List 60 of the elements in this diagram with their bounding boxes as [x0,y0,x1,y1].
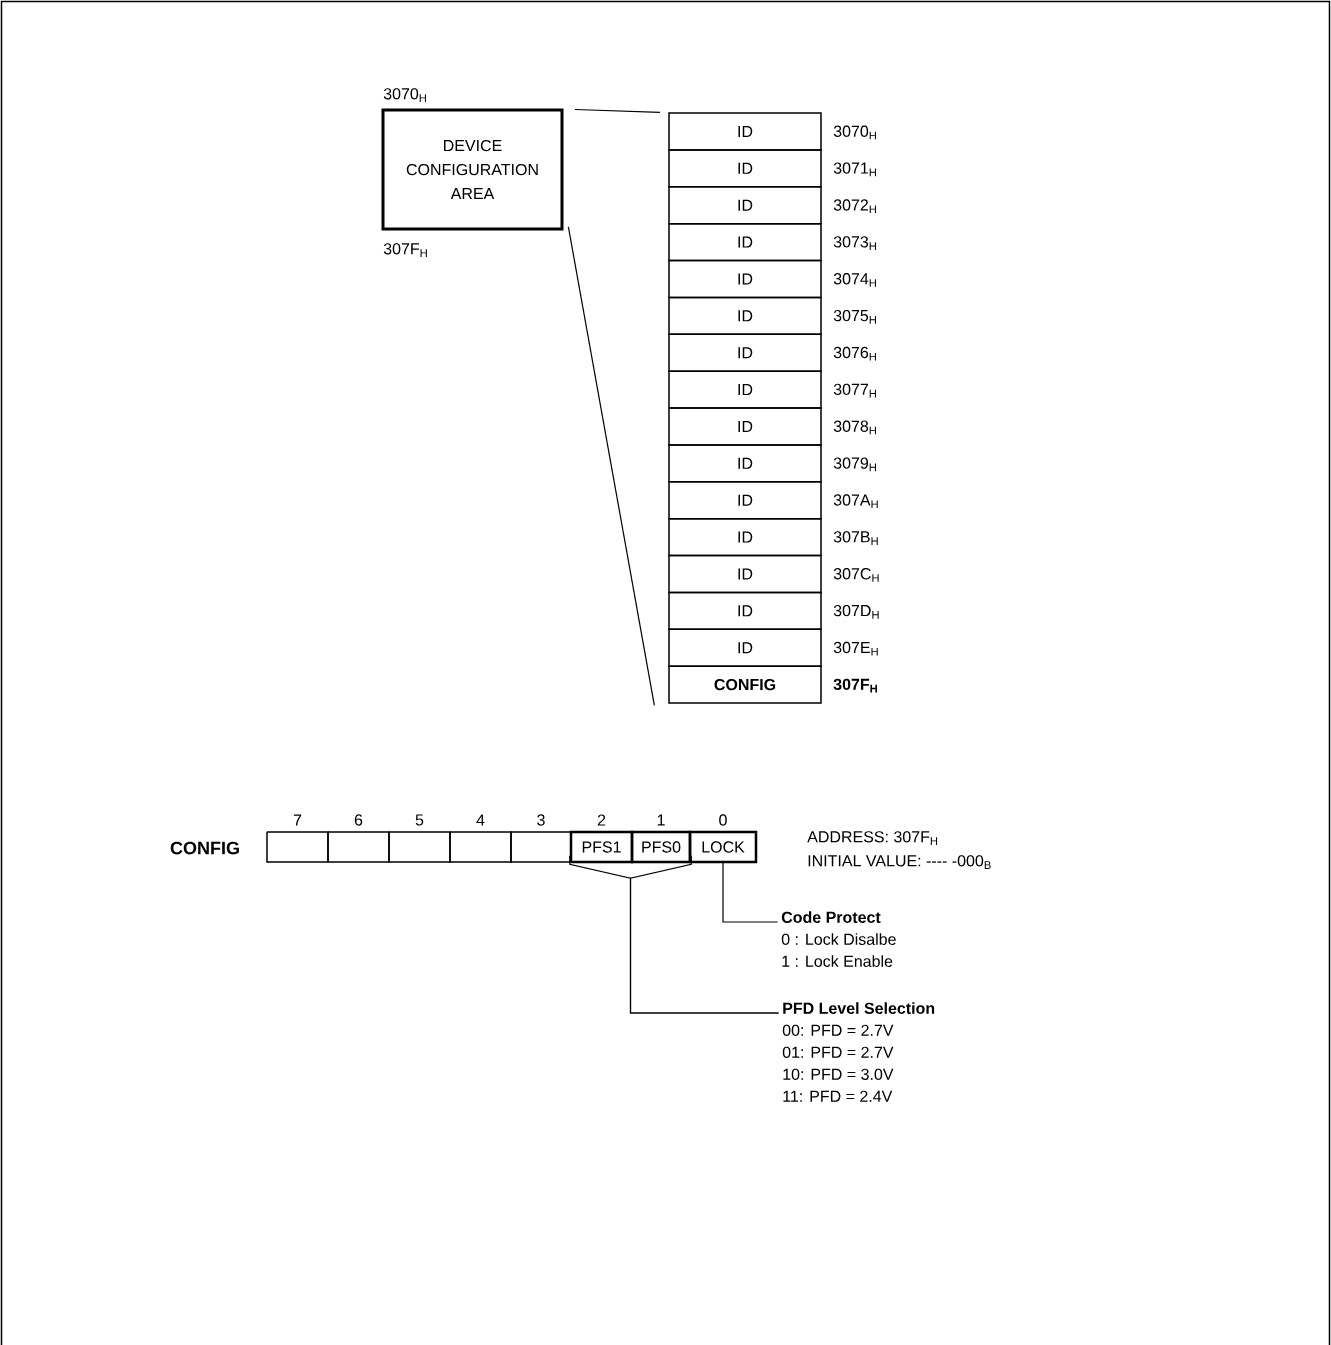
bit-number: 6 [354,814,363,826]
address-label: 307E$_{H}$ [833,641,878,656]
table-cell: ID [668,554,822,594]
bit-box: PFS1 [569,830,634,864]
leader-line [722,862,778,923]
bit-number: 5 [415,814,424,826]
bit-number: 2 [597,814,606,826]
description-text: PFD Level Selection 00: PFD = 2.7V 01: PFD = 2.7V 10: PFD = 3.0V 11: PFD = 2.4V [782,1002,935,1102]
table-cell: ID [668,259,822,299]
bracket-leader-line [629,855,779,1014]
address-label: 3071$_{H}$ [833,162,876,177]
address-label: 307D$_{H}$ [833,604,879,619]
table-cell: ID [668,370,822,409]
address-label: 3078$_{H}$ [833,420,876,435]
empty-bit-box [510,831,572,863]
table-cell: ID [668,444,822,483]
projection-line [574,108,660,113]
table-cell: ID [668,296,822,335]
address-label: 307B$_{H}$ [833,531,878,545]
table-cell: ID [668,407,822,446]
empty-bit-box [266,831,329,863]
address-label: 307C$_{H}$ [833,568,879,582]
table-cell: ID [668,112,822,151]
address-label: 307F$_{H}$ [383,243,427,257]
address-label: 3076$_{H}$ [833,346,876,361]
bit-number: 1 [657,814,665,826]
projection-line [567,226,655,706]
address-label: 3070$_{H}$ [833,125,876,140]
address-label: 3070$_{H}$ [383,88,426,102]
empty-bit-box [449,831,512,863]
register-info: ADDRESS: 307F$_{H}$ [807,831,938,845]
bit-box: LOCK [688,830,758,864]
empty-bit-box [327,831,390,863]
table-cell: CONFIG [668,665,822,704]
address-label: 3075$_{H}$ [833,309,876,324]
empty-bit-box [388,831,451,863]
bit-number: 0 [719,814,727,826]
register-info: INITIAL VALUE: ---- -000$_{B}$ [808,855,991,869]
register-name: CONFIG [170,841,239,855]
address-label: 3077$_{H}$ [833,383,876,398]
address-label: 3073$_{H}$ [833,236,876,250]
table-cell: ID [668,222,822,262]
description-text: Code Protect 0 : Lock Disalbe 1 : Lock Enable [781,911,896,967]
table-cell: ID [668,481,822,520]
table-cell: ID [668,517,822,557]
bit-box: PFS0 [630,830,692,864]
bit-number: 7 [293,814,302,826]
address-label: 3072$_{H}$ [833,199,876,214]
address-label: 3079$_{H}$ [833,457,876,472]
address-label: 3074$_{H}$ [833,273,876,287]
address-label: 307A$_{H}$ [833,494,878,509]
table-cell: ID [668,333,822,372]
bit-number: 4 [476,814,485,826]
address-label: 307F$_{H}$ [833,678,877,693]
memory-area-box: DEVICE CONFIGURATION AREA [381,108,564,231]
table-cell: ID [668,591,822,630]
table-cell: ID [668,149,822,188]
table-cell: ID [668,186,822,225]
bit-number: 3 [537,814,545,826]
table-cell: ID [668,628,822,667]
